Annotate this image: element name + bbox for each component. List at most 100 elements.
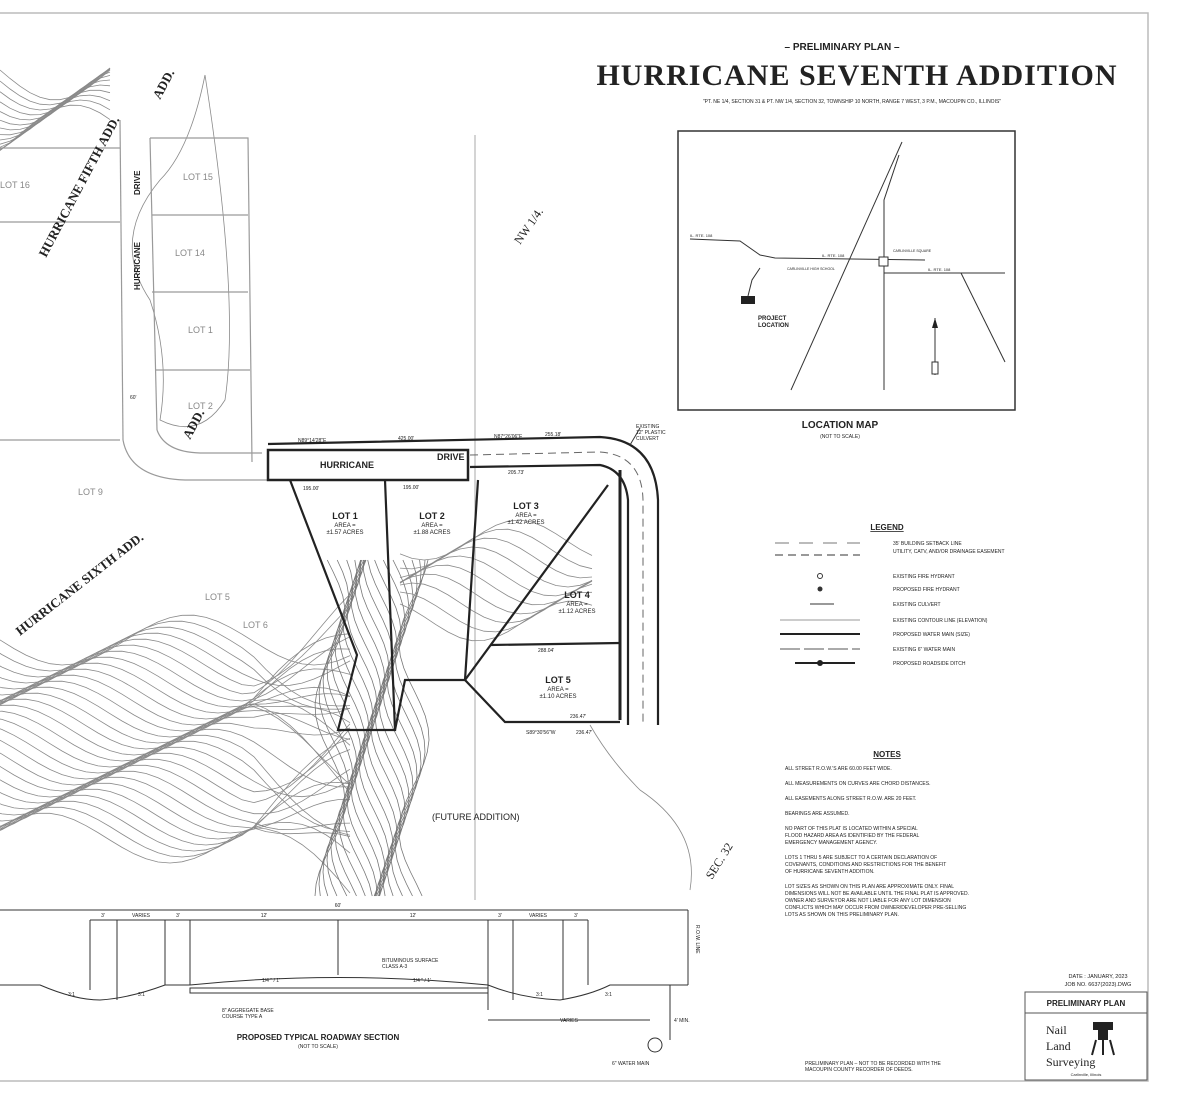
water-main-pipe-icon	[647, 1037, 663, 1053]
note-line: OF HURRICANE SEVENTH ADDITION.	[785, 869, 874, 875]
surface-note: BITUMINOUS SURFACE	[382, 958, 439, 964]
contour-line	[0, 614, 351, 666]
lot-name: LOT 1	[332, 511, 358, 521]
location-map: PROJECT LOCATION IL. RTE. 108 IL. RTE. 1…	[677, 130, 1016, 411]
contour-line	[0, 633, 351, 732]
varies-label: VARIES	[560, 1018, 579, 1024]
contour-line	[0, 94, 111, 150]
distance-label: 255.18'	[545, 432, 561, 438]
lot-name: LOT 2	[419, 511, 445, 521]
contour-line	[0, 69, 111, 126]
segment-width: 3'	[498, 913, 502, 919]
note-line: ALL MEASUREMENTS ON CURVES ARE CHORD DIS…	[785, 781, 931, 787]
culvert-callout: EXISTING 12" PLASTIC CULVERT	[629, 424, 666, 446]
school-label: CARLINVILLE HIGH SCHOOL	[787, 267, 835, 271]
crown-slope: 1/4 " / 1'	[413, 978, 431, 984]
page-title: HURRICANE SEVENTH ADDITION	[596, 59, 1117, 92]
location-map-subtitle: (NOT TO SCALE)	[820, 434, 860, 440]
lot-2-label: LOT 2 AREA = ±1.88 ACRES	[414, 511, 451, 536]
drive-label-horizontal-1: HURRICANE	[320, 460, 374, 470]
legend-item-label: EXISTING FIRE HYDRANT	[893, 574, 955, 580]
lot-area: ±1.42 ACRES	[508, 520, 545, 526]
note-line: LOTS AS SHOWN ON THIS PRELIMINARY PLAN.	[785, 912, 899, 918]
drive-label-vertical-2: DRIVE	[133, 170, 142, 195]
project-label: LOCATION	[758, 323, 789, 329]
legal-description: "PT. NE 1/4, SECTION 31 & PT. NW 1/4, SE…	[703, 99, 1001, 105]
segment-width: 3'	[574, 913, 578, 919]
company-name-line: Surveying	[1046, 1055, 1095, 1069]
lot-area-label: AREA =	[547, 687, 569, 693]
contour-line	[0, 723, 351, 810]
note-line: BEARINGS ARE ASSUMED.	[785, 811, 849, 817]
note-line: OWNER AND SURVEYOR ARE NOT LIABLE FOR AN…	[785, 898, 951, 904]
lot-area: ±1.12 ACRES	[559, 609, 596, 615]
existing-lot-label: LOT 5	[205, 592, 230, 602]
title-block: DATE : JANUARY, 2023 JOB NO. 6637(2023).…	[805, 974, 1148, 1081]
preliminary-kicker: – PRELIMINARY PLAN –	[784, 42, 899, 53]
lot-name: LOT 3	[513, 501, 539, 511]
drive-label-horizontal-2: DRIVE	[437, 452, 465, 462]
base-note: 8" AGGREGATE BASE	[222, 1008, 274, 1014]
contour-line	[354, 559, 386, 897]
surface-note: CLASS A-3	[382, 964, 408, 970]
lot-name: LOT 5	[545, 675, 571, 685]
existing-lot-label: LOT 16	[0, 180, 30, 190]
square-label: CARLINVILLE SQUARE	[893, 249, 932, 253]
contour-line	[0, 668, 351, 720]
slope-label: 3:1	[605, 992, 612, 998]
lot-3-label: LOT 3 AREA = ±1.42 ACRES	[508, 501, 545, 526]
future-addition-label: (FUTURE ADDITION)	[432, 812, 520, 822]
contour-line	[0, 722, 351, 774]
contour-line	[394, 559, 426, 897]
note-line: NO PART OF THIS PLAT IS LOCATED WITHIN A…	[785, 826, 918, 832]
contour-line	[399, 591, 593, 633]
legend-item-label: EXISTING CULVERT	[893, 602, 941, 608]
contour-line	[399, 564, 593, 606]
contour-line	[399, 573, 593, 615]
overall-width: 60'	[335, 903, 342, 909]
existing-lot-lines	[0, 119, 270, 481]
job-number: JOB NO. 6637(2023).DWG	[1065, 982, 1132, 988]
slope-label: 3:1	[536, 992, 543, 998]
contour-line	[0, 782, 351, 834]
project-marker	[741, 296, 755, 304]
existing-lot-label: LOT 9	[78, 487, 103, 497]
contour-line	[399, 546, 593, 588]
location-map-frame	[677, 130, 1016, 411]
company-name-line: Nail	[1046, 1023, 1067, 1037]
row-width-label: 60'	[130, 395, 137, 401]
distance-label: 288.04'	[538, 648, 554, 654]
distance-label: 205.73'	[508, 470, 524, 476]
route-label: IL. RTE. 108	[690, 233, 713, 238]
contour-line	[0, 75, 111, 136]
water-main-label: 6" WATER MAIN	[612, 1061, 650, 1067]
existing-lot-label: LOT 1	[188, 325, 213, 335]
contour-line	[0, 776, 351, 837]
contour-line	[0, 710, 351, 762]
segment-width: 12'	[261, 913, 268, 919]
contour-line	[0, 656, 351, 708]
existing-lot-label: LOT 2	[188, 401, 213, 411]
legend-item-label: EXISTING 6" WATER MAIN	[893, 647, 955, 653]
note-line: ALL EASEMENTS ALONG STREET R.O.W. ARE 20…	[785, 796, 916, 802]
north-arrow-icon	[931, 318, 939, 375]
recording-note: MACOUPIN COUNTY RECORDER OF DEEDS.	[805, 1067, 913, 1073]
plan-status-label: PRELIMINARY PLAN	[1047, 999, 1126, 1008]
lot-area: ±1.88 ACRES	[414, 530, 451, 536]
distance-label: 236.47'	[570, 714, 586, 720]
contour-line	[131, 74, 230, 427]
contour-line	[0, 692, 351, 746]
roadside-ditch-symbol	[817, 660, 823, 666]
crown-slope: 1/4 " / 1'	[262, 978, 280, 984]
distance-label: 236.47'	[576, 730, 592, 736]
lot-area: ±1.10 ACRES	[540, 694, 577, 700]
contour-line	[0, 99, 111, 151]
contour-line	[0, 738, 351, 846]
contour-line	[0, 636, 351, 702]
segment-width: 3'	[101, 913, 105, 919]
hurricane-fifth-add-label: HURRICANE FIFTH ADD.	[35, 114, 122, 260]
slope-label: 3:1	[138, 992, 145, 998]
contour-lines	[0, 67, 593, 897]
